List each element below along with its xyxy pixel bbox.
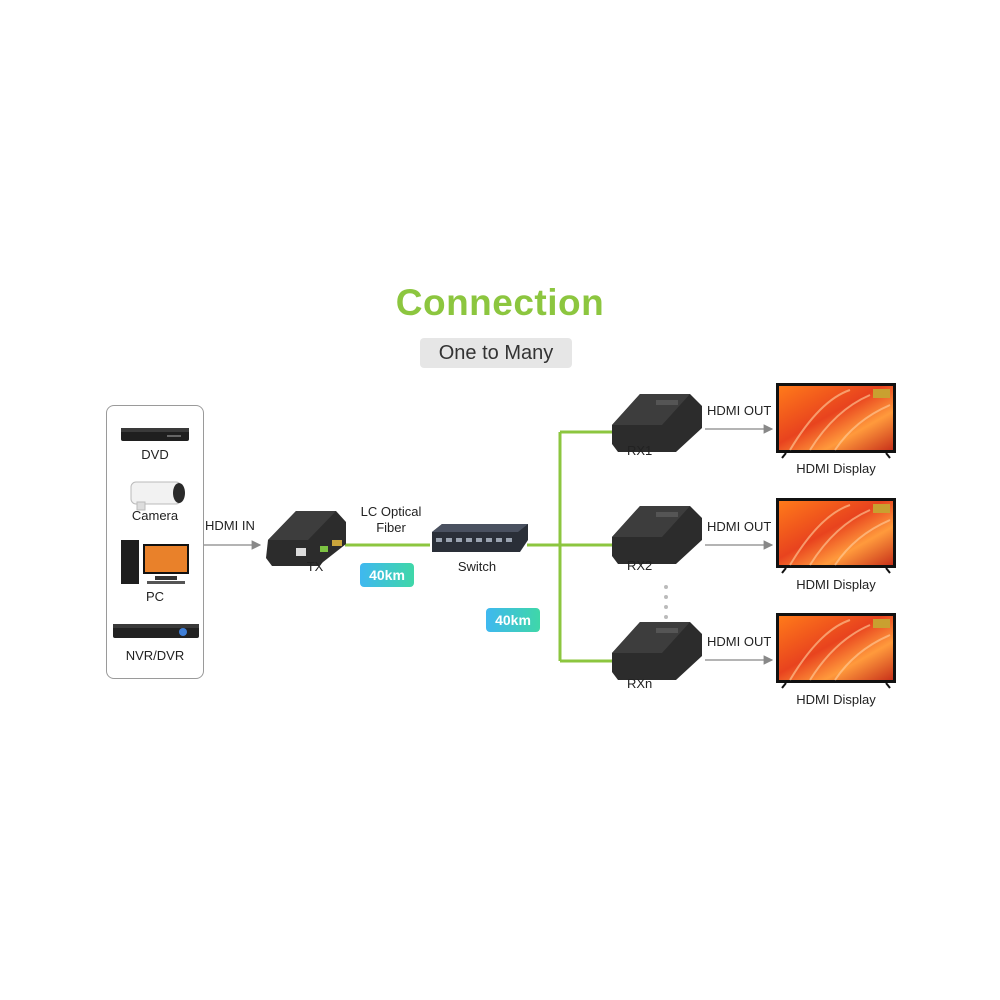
pc-icon xyxy=(121,540,189,584)
fiber-switch-rx xyxy=(527,430,612,663)
receiver-1-device-icon xyxy=(612,394,702,452)
tv-display-1-icon xyxy=(776,383,896,459)
receiver-n-device-icon xyxy=(612,622,702,680)
more-receivers-dots xyxy=(664,585,668,619)
tv-display-2-icon xyxy=(776,498,896,574)
network-switch-icon xyxy=(432,524,528,552)
diagram-subtitle: One to Many xyxy=(420,338,572,368)
hdmi-out-label-2: HDMI OUT xyxy=(707,519,772,534)
source-icons xyxy=(113,428,199,638)
source-label-pc: PC xyxy=(145,589,165,604)
nvr-dvr-icon xyxy=(113,624,199,638)
tv-display-3-icon xyxy=(776,613,896,689)
source-label-dvd: DVD xyxy=(141,447,169,462)
hdmi-in-label: HDMI IN xyxy=(205,518,255,533)
display-label-1: HDMI Display xyxy=(796,461,876,476)
hdmi-out-label-3: HDMI OUT xyxy=(707,634,772,649)
distance-badge-2: 40km xyxy=(486,608,540,632)
security-camera-icon xyxy=(130,481,185,511)
fiber-label: LC Optical Fiber xyxy=(360,504,422,535)
receiver-2-label: RX2 xyxy=(627,558,653,573)
diagram-title: Connection xyxy=(395,282,605,323)
source-label-nvr-dvr: NVR/DVR xyxy=(125,648,185,663)
hdmi-out-label-1: HDMI OUT xyxy=(707,403,772,418)
switch-label: Switch xyxy=(457,559,497,574)
transmitter-device-icon xyxy=(266,511,346,566)
source-label-camera: Camera xyxy=(131,508,179,523)
receiver-1-label: RX1 xyxy=(627,443,653,458)
display-label-3: HDMI Display xyxy=(796,692,876,707)
dvd-player-icon xyxy=(121,428,189,441)
receiver-n-label: RXn xyxy=(627,676,653,691)
transmitter-label: TX xyxy=(306,559,324,574)
receiver-2-device-icon xyxy=(612,506,702,564)
display-label-2: HDMI Display xyxy=(796,577,876,592)
source-devices-panel: DVD Camera PC NVR/DVR xyxy=(106,405,204,679)
distance-badge-1: 40km xyxy=(360,563,414,587)
